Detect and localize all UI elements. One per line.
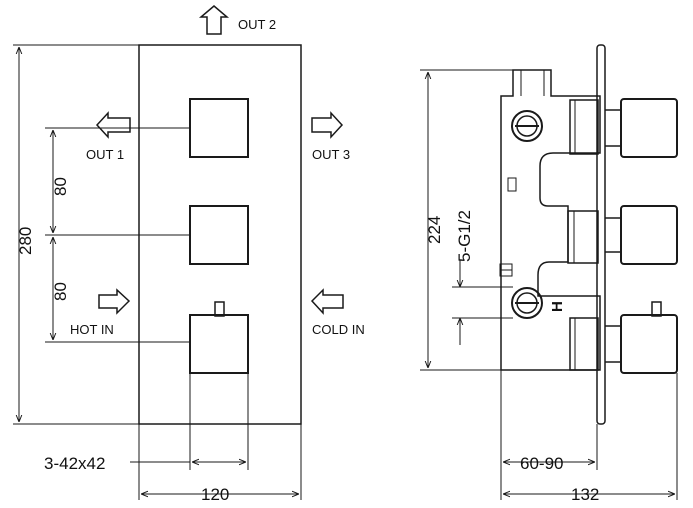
screw-upper-icon	[511, 110, 543, 142]
dim-knob-size: 3-42x42	[44, 454, 105, 473]
out3-arrow-icon	[311, 111, 344, 139]
cold-in-arrow-icon	[310, 288, 344, 315]
side-faceplate	[596, 44, 606, 425]
dim-body-height: 224	[425, 216, 444, 244]
knob-middle	[189, 205, 249, 265]
cold-in-label: COLD IN	[312, 322, 365, 337]
side-view: H 224	[420, 44, 678, 504]
dim-spacing-top: 80	[51, 177, 70, 196]
out1-label: OUT 1	[86, 147, 124, 162]
out2-label: OUT 2	[238, 17, 276, 32]
hot-marking: H	[549, 301, 566, 312]
handle-middle	[567, 205, 678, 265]
knob-bottom	[189, 314, 249, 374]
dim-spacing-bottom: 80	[51, 282, 70, 301]
dim-width-120: 120	[201, 485, 229, 504]
out1-arrow-icon	[95, 111, 131, 139]
front-view: OUT 2 OUT 1 OUT 3 HOT IN COLD IN 280 80 …	[13, 5, 365, 504]
boss-upper	[507, 177, 517, 192]
handle-bottom	[569, 301, 678, 374]
dim-total-depth: 132	[571, 485, 599, 504]
out2-arrow-icon	[198, 5, 230, 35]
valve-body	[500, 69, 601, 371]
screw-lower-icon	[511, 287, 543, 319]
knob-top	[189, 98, 249, 158]
out3-label: OUT 3	[312, 147, 350, 162]
hot-in-label: HOT IN	[70, 322, 114, 337]
hot-in-arrow-icon	[98, 288, 131, 315]
handle-top	[569, 98, 678, 158]
dim-thread: 5-G1/2	[455, 210, 474, 262]
knob-indicator	[214, 301, 225, 317]
dim-depth-range: 60-90	[520, 454, 563, 473]
dim-height-280: 280	[16, 227, 35, 255]
